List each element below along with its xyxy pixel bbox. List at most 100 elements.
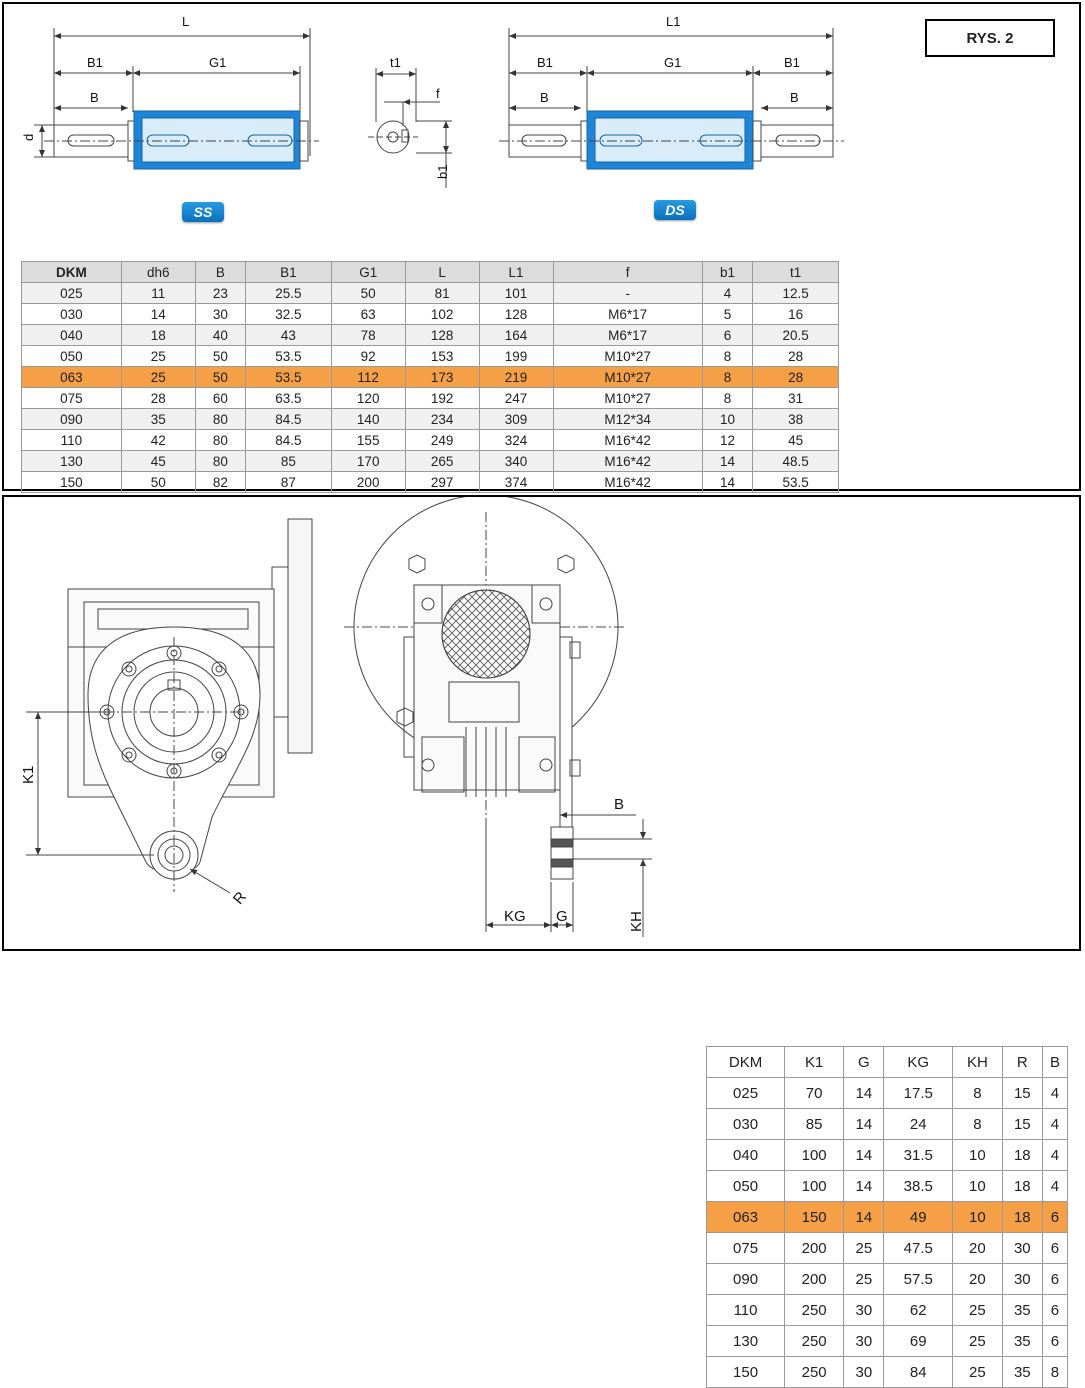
table-cell: 8 [1041,1356,1069,1388]
table-cell: 12 [701,429,754,451]
column-header: B1 [245,261,332,283]
table-cell: 6 [1041,1294,1069,1326]
table-cell: 164 [478,324,554,346]
table-cell: 8 [701,366,754,388]
table-cell: 14 [843,1139,885,1171]
column-header: dh6 [120,261,196,283]
dim-B1-right: B1 [784,55,800,70]
table-cell: 14 [701,471,754,493]
table-cell: 30 [843,1356,885,1388]
dim-d: d [21,134,36,141]
table-cell: 040 [705,1139,786,1171]
dim-K1: K1 [20,766,37,784]
dim-B-arm: B [614,796,624,813]
table-cell: 030 [21,303,122,325]
table-cell: 14 [843,1108,885,1140]
table-cell: M10*27 [552,387,703,409]
table-cell: 82 [194,471,247,493]
table-cell: 192 [404,387,480,409]
table-cell: 101 [478,282,554,304]
table-cell: 49 [883,1201,954,1233]
table-cell: 090 [705,1263,786,1295]
table-cell: 130 [21,450,122,472]
table-cell: 40 [194,324,247,346]
dim-KH: KH [628,911,645,932]
table-cell: M16*42 [552,450,703,472]
table-cell: 030 [705,1108,786,1140]
column-header: B [1041,1046,1069,1078]
dim-G1-ds: G1 [664,55,681,70]
table-cell: 25 [120,366,196,388]
table-cell: 20 [952,1263,1003,1295]
table-cell: 8 [952,1108,1003,1140]
column-header: f [552,261,703,283]
table-cell: 6 [1041,1232,1069,1264]
table-cell: 150 [705,1356,786,1388]
dim-B-left: B [540,90,549,105]
table-cell: 6 [1041,1325,1069,1357]
table-cell: 35 [1001,1294,1043,1326]
dim-G1: G1 [209,55,226,70]
table-cell: 85 [784,1108,845,1140]
table-cell: 128 [404,324,480,346]
table-cell: 23 [194,282,247,304]
table-cell: 25 [843,1232,885,1264]
dim-KG: KG [504,908,526,925]
table-cell: 25 [952,1356,1003,1388]
table-cell: 17.5 [883,1077,954,1109]
table-cell: 050 [705,1170,786,1202]
table-cell: 50 [194,345,247,367]
dim-b1: b1 [435,165,450,179]
dim-B1-left: B1 [537,55,553,70]
column-header: L [404,261,480,283]
table-cell: M6*17 [552,324,703,346]
table-cell: M10*27 [552,345,703,367]
dim-t1: t1 [390,55,401,70]
table-cell: 80 [194,429,247,451]
table-cell: 25.5 [245,282,332,304]
table-cell: 309 [478,408,554,430]
table-cell: 140 [330,408,406,430]
table-cell: 8 [701,345,754,367]
table-cell: 53.5 [752,471,839,493]
ss-badge: SS [182,202,224,222]
dim-B1: B1 [87,55,103,70]
torque-arm-panel: K1 R [2,495,1081,1388]
table-cell: 30 [843,1325,885,1357]
table-cell: 8 [701,387,754,409]
table-cell: 170 [330,450,406,472]
table-cell: 4 [1041,1139,1069,1171]
table-cell: 025 [21,282,122,304]
table-cell: 265 [404,450,480,472]
table-cell: 150 [784,1201,845,1233]
table-cell: 200 [330,471,406,493]
table-cell: 4 [1041,1170,1069,1202]
table-cell: 120 [330,387,406,409]
table-cell: 11 [120,282,196,304]
table-cell: 45 [752,429,839,451]
table-cell: 150 [21,471,122,493]
table-cell: 32.5 [245,303,332,325]
dim-G: G [556,908,568,925]
table-cell: 81 [404,282,480,304]
table-cell: M12*34 [552,408,703,430]
table-cell: 075 [705,1232,786,1264]
table-cell: 250 [784,1294,845,1326]
ss-shaft-drawing [34,28,319,170]
gearbox-side-view [344,497,652,937]
dim-B-right: B [790,90,799,105]
table-cell: 249 [404,429,480,451]
table-cell: - [552,282,703,304]
table-cell: M6*17 [552,303,703,325]
table-cell: 14 [120,303,196,325]
table-cell: 70 [784,1077,845,1109]
